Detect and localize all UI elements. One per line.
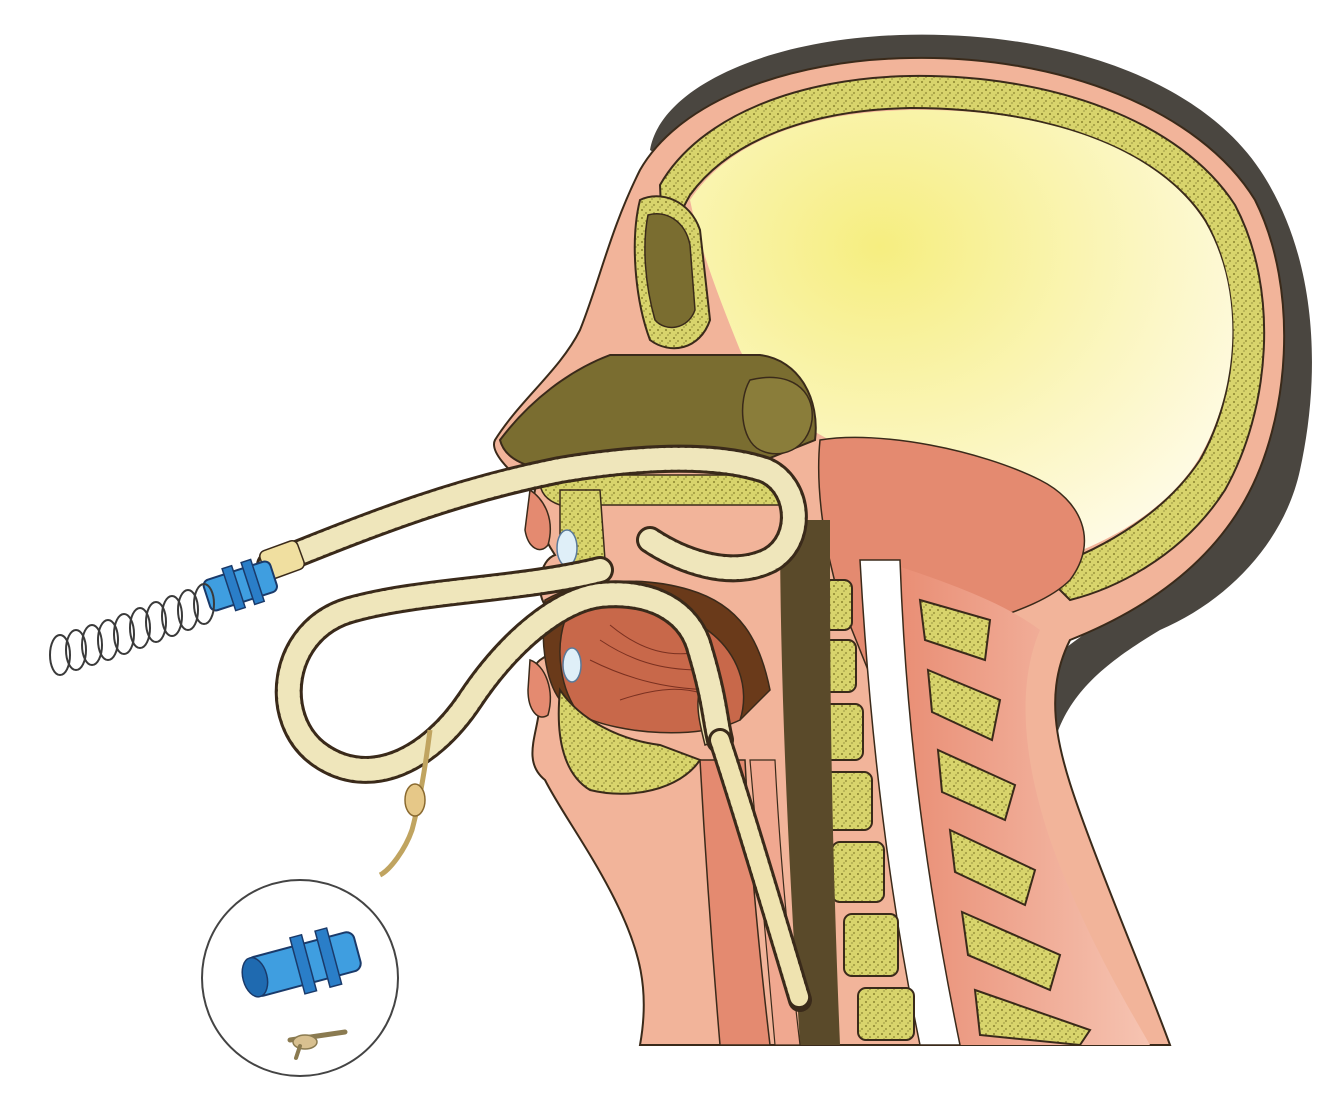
upper-tooth [557,530,577,566]
blue-connector [200,554,280,617]
vertebra [832,842,884,902]
pilot-balloon [405,784,425,816]
spring-coil-tube [50,584,214,675]
vertebra [858,988,914,1040]
magnified-connector-inset [202,880,398,1076]
sphenoid-sinus [743,377,813,453]
vertebra [844,914,898,976]
lower-tooth [563,648,581,682]
